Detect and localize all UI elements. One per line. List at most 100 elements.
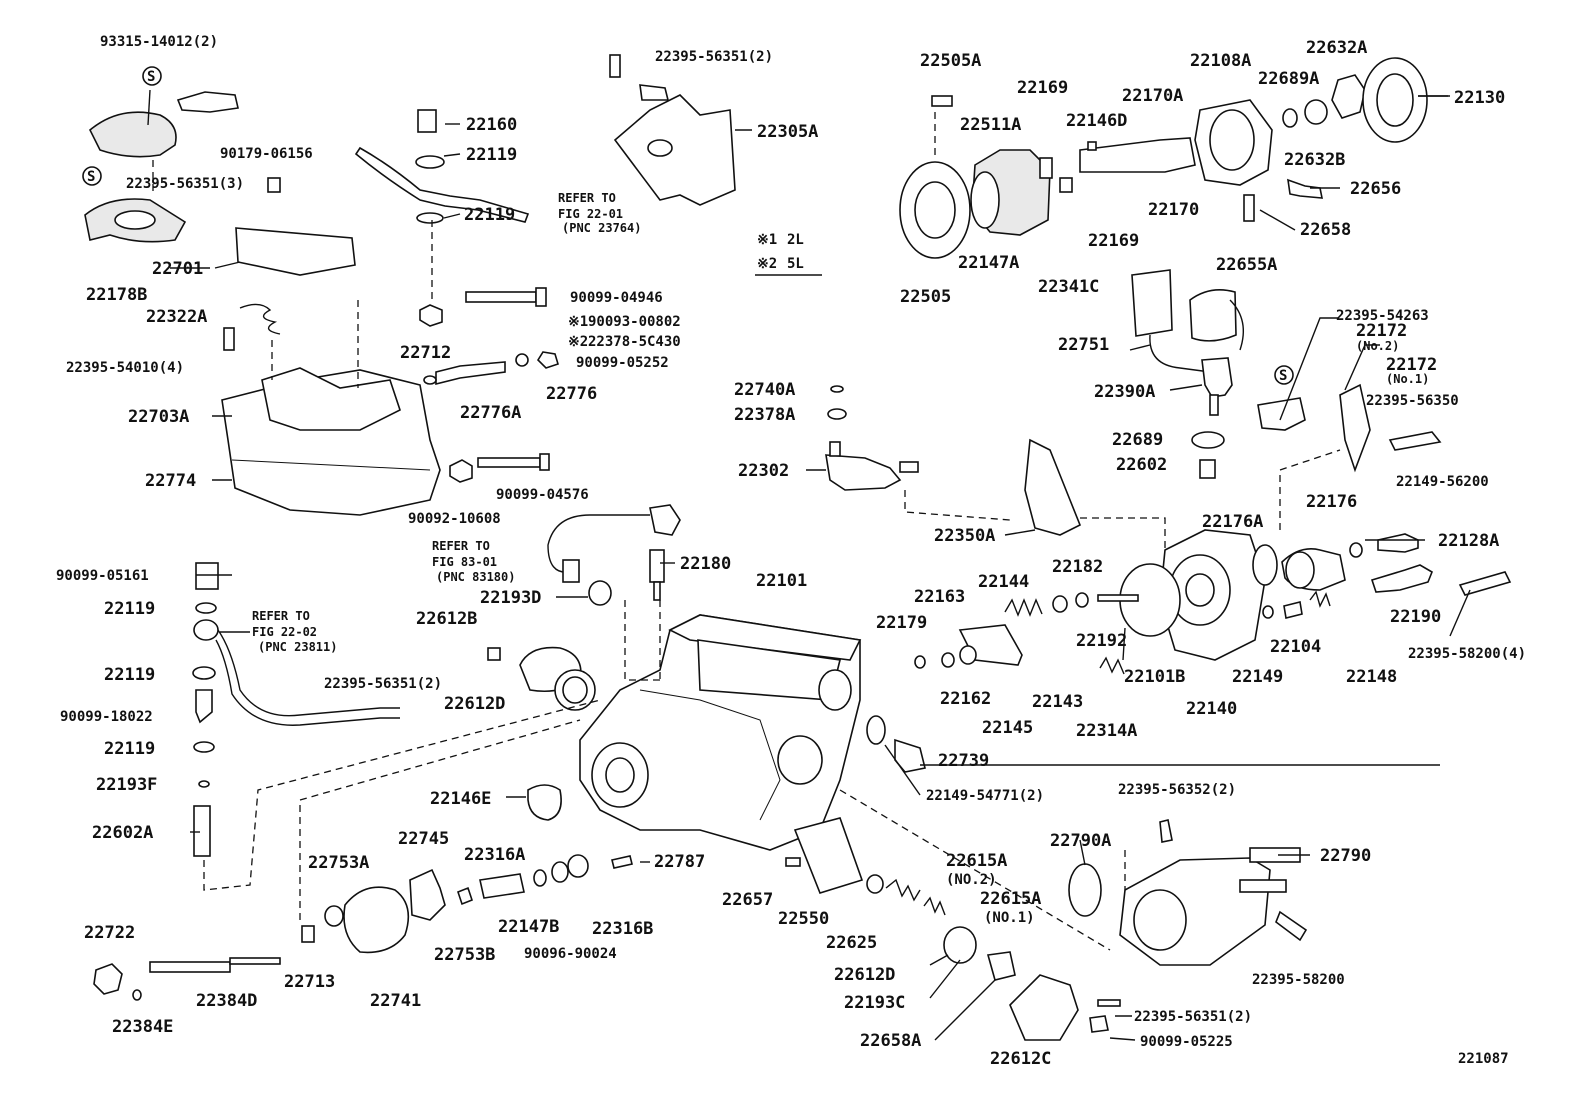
label-22119-e: 22119: [104, 739, 155, 759]
label-22149: 22149: [1232, 667, 1283, 687]
label-90099-04946: 90099-04946: [570, 290, 663, 306]
label-90179-06156: 90179-06156: [220, 146, 313, 162]
label-22505: 22505: [900, 287, 951, 307]
label-22140: 22140: [1186, 699, 1237, 719]
label-22314A: 22314A: [1076, 721, 1137, 741]
label-22193F: 22193F: [96, 775, 157, 795]
label-22632A: 22632A: [1306, 38, 1367, 58]
label-22689: 22689: [1112, 430, 1163, 450]
label-22505A: 22505A: [920, 51, 981, 71]
label-22703A: 22703A: [128, 407, 189, 427]
label-22170A: 22170A: [1122, 86, 1183, 106]
label-22322A: 22322A: [146, 307, 207, 327]
note-ref-83-01-line2: FIG 83-01: [432, 555, 497, 569]
label-22658A: 22658A: [860, 1031, 921, 1051]
label-22612D-b: 22612D: [834, 965, 895, 985]
label-22741: 22741: [370, 991, 421, 1011]
label-22395-56351-2a: 22395-56351(2): [655, 49, 773, 65]
note-ref-22-02-line3: (PNC 23811): [258, 640, 337, 654]
label-22192: 22192: [1076, 631, 1127, 651]
note-ref-22-02-line1: REFER TO: [252, 609, 310, 623]
note-ref-83-01-line1: REFER TO: [432, 539, 490, 553]
label-22305A: 22305A: [757, 122, 818, 142]
label-22550: 22550: [778, 909, 829, 929]
label-22395-56351-2c: 22395-56351(2): [1134, 1009, 1252, 1025]
sensor-22390A: [1131, 269, 1244, 416]
label-22341C: 22341C: [1038, 277, 1099, 297]
label-22193C: 22193C: [844, 993, 905, 1013]
label-90099-18022: 90099-18022: [60, 709, 153, 725]
governor-cover-assembly: [221, 109, 559, 516]
label-90093-00802: 90093-00802: [588, 314, 681, 330]
label-22712: 22712: [400, 343, 451, 363]
label-22144: 22144: [978, 572, 1029, 592]
label-22713: 22713: [284, 972, 335, 992]
label-22316A: 22316A: [464, 845, 525, 865]
label-22776A: 22776A: [460, 403, 521, 423]
label-22172-no1: 22172: [1386, 355, 1437, 375]
label-22739: 22739: [938, 751, 989, 771]
small-parts-22302: [825, 385, 1225, 491]
label-22384D: 22384D: [196, 991, 257, 1011]
label-22170: 22170: [1148, 200, 1199, 220]
label-22751: 22751: [1058, 335, 1109, 355]
label-22790: 22790: [1320, 846, 1371, 866]
label-22602A: 22602A: [92, 823, 153, 843]
label-22753B: 22753B: [434, 945, 495, 965]
s-mark-1: S: [147, 69, 155, 85]
label-22753A: 22753A: [308, 853, 369, 873]
label-22119-d: 22119: [104, 665, 155, 685]
governor-weight-assembly: [93, 719, 633, 1001]
label-22615A-no2-note: (NO.2): [946, 872, 997, 888]
label-90099-05252: 90099-05252: [576, 355, 669, 371]
label-22148: 22148: [1346, 667, 1397, 687]
legend-2-text: 5L: [787, 256, 804, 272]
label-22172-no1-note: (No.1): [1386, 372, 1429, 386]
part-drawings: [82, 54, 1512, 1041]
pump-housing-22101: [579, 614, 862, 851]
legend-1-text: 2L: [787, 232, 804, 248]
label-22179: 22179: [876, 613, 927, 633]
plug-22739: [866, 715, 926, 773]
label-22615A-no1: 22615A: [980, 889, 1041, 909]
label-22130: 22130: [1454, 88, 1505, 108]
lever-bracket-22305A: [609, 54, 736, 206]
label-22176: 22176: [1306, 492, 1357, 512]
label-22162: 22162: [940, 689, 991, 709]
s-mark-2: S: [87, 169, 95, 185]
drive-shaft-assembly: [899, 57, 1448, 259]
label-22740A: 22740A: [734, 380, 795, 400]
label-22395-58200: 22395-58200: [1252, 972, 1345, 988]
label-22147B: 22147B: [498, 917, 559, 937]
label-22146D: 22146D: [1066, 111, 1127, 131]
label-22178B: 22178B: [86, 285, 147, 305]
label-22149-56200: 22149-56200: [1396, 474, 1489, 490]
label-22656: 22656: [1350, 179, 1401, 199]
label-22602: 22602: [1116, 455, 1167, 475]
label-22119-c: 22119: [104, 599, 155, 619]
label-22119-b: 22119: [464, 205, 515, 225]
front-cover-22140: [914, 449, 1512, 675]
label-22701: 22701: [152, 259, 203, 279]
label-22615A-no1-note: (NO.1): [984, 910, 1035, 926]
label-22655A: 22655A: [1216, 255, 1277, 275]
note-ref-83-01-line3: (PNC 83180): [436, 570, 515, 584]
label-22145: 22145: [982, 718, 1033, 738]
label-22169-b: 22169: [1088, 231, 1139, 251]
brackets-22172: [1257, 317, 1442, 473]
label-22193D: 22193D: [480, 588, 541, 608]
label-22172-no2: 22172: [1356, 321, 1407, 341]
label-22395-54010: 22395-54010(4): [66, 360, 184, 376]
label-22395-58200-4: 22395-58200(4): [1408, 646, 1526, 662]
label-22612C: 22612C: [990, 1049, 1051, 1069]
label-22350A: 22350A: [934, 526, 995, 546]
s-mark-3: S: [1279, 368, 1287, 384]
label-90099-05225: 90099-05225: [1140, 1034, 1233, 1050]
note-ref-22-01-line1: REFER TO: [558, 191, 616, 205]
label-22378A: 22378A: [734, 405, 795, 425]
label-22790A: 22790A: [1050, 831, 1111, 851]
label-22632B: 22632B: [1284, 150, 1345, 170]
leader-lines: [170, 95, 1471, 1041]
label-22395-56352: 22395-56352(2): [1118, 782, 1236, 798]
